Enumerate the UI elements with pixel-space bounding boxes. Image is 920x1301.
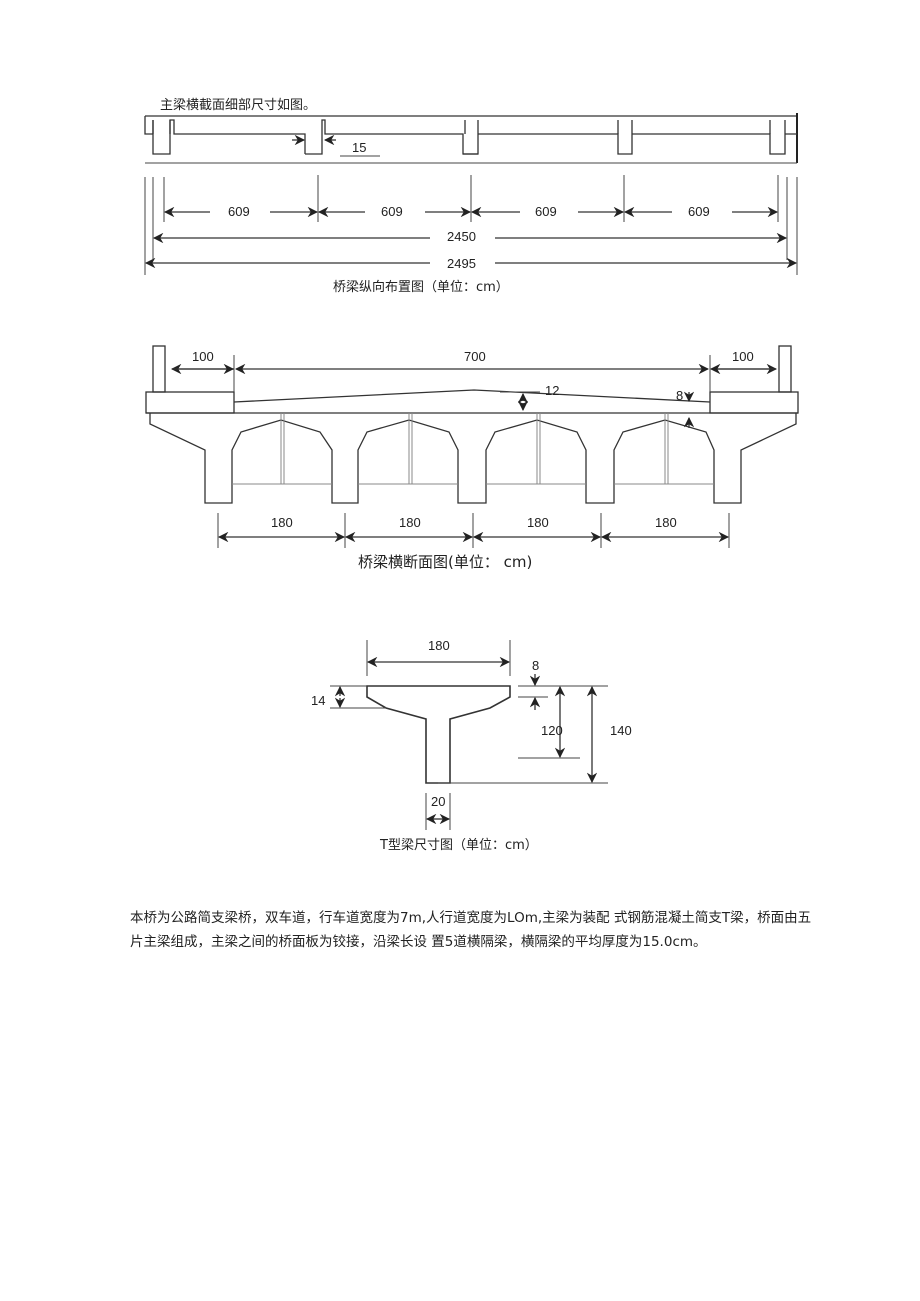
t-beam-outline [366,685,511,784]
edge-thickness-label: 8 [676,388,683,403]
beam-spacing-label-4: 180 [655,515,677,530]
flange-gap-label: 15 [352,140,366,155]
crown-thickness-label: 12 [545,383,559,398]
flange-width-label: 180 [428,638,450,653]
total-inner-label: 2450 [447,229,476,244]
cross-section-top-dimensions: 100 700 100 12 8 [170,349,778,428]
sidewalk-right-label: 100 [732,349,754,364]
t-beam-caption: T型梁尺寸图（单位：cm） [380,838,538,853]
sidewalk-blocks [145,391,799,414]
longitudinal-layout-caption: 桥梁纵向布置图（单位：cm） [333,280,509,295]
span-label-3: 609 [535,204,557,219]
intro-text: 主梁横截面细部尺寸如图。 [160,98,317,113]
beam-spacing-label-3: 180 [527,515,549,530]
span-label-1: 609 [228,204,250,219]
longitudinal-layout-figure: 15 609 609 609 609 245 [144,113,798,275]
top-offset-label: 8 [532,658,539,673]
web-width-label: 20 [431,794,445,809]
beam-spacing-label-2: 180 [399,515,421,530]
longitudinal-beam-profile: 15 [144,113,798,164]
sidewalk-left-label: 100 [192,349,214,364]
inner-height-label: 120 [541,723,563,738]
span-label-4: 609 [688,204,710,219]
cross-section-figure: 100 700 100 12 8 180 1 [145,345,799,548]
carriageway-label: 700 [464,349,486,364]
cross-section-caption: 桥梁横断面图(单位： cm) [358,553,533,571]
flange-thickness-label: 14 [311,693,325,708]
total-height-label: 140 [610,723,632,738]
bridge-description-paragraph: 本桥为公路简支梁桥，双车道，行车道宽度为7m,人行道宽度为LOm,主梁为装配 式… [130,910,812,950]
t-beam-figure: 180 14 8 120 140 20 [311,638,632,830]
cross-section-bottom-dimensions: 180 180 180 180 [217,513,730,548]
total-outer-label: 2495 [447,256,476,271]
deck-and-beams [146,389,798,504]
longitudinal-dimension-lines: 609 609 609 609 2450 2495 [144,175,798,275]
span-label-2: 609 [381,204,403,219]
beam-spacing-label-1: 180 [271,515,293,530]
